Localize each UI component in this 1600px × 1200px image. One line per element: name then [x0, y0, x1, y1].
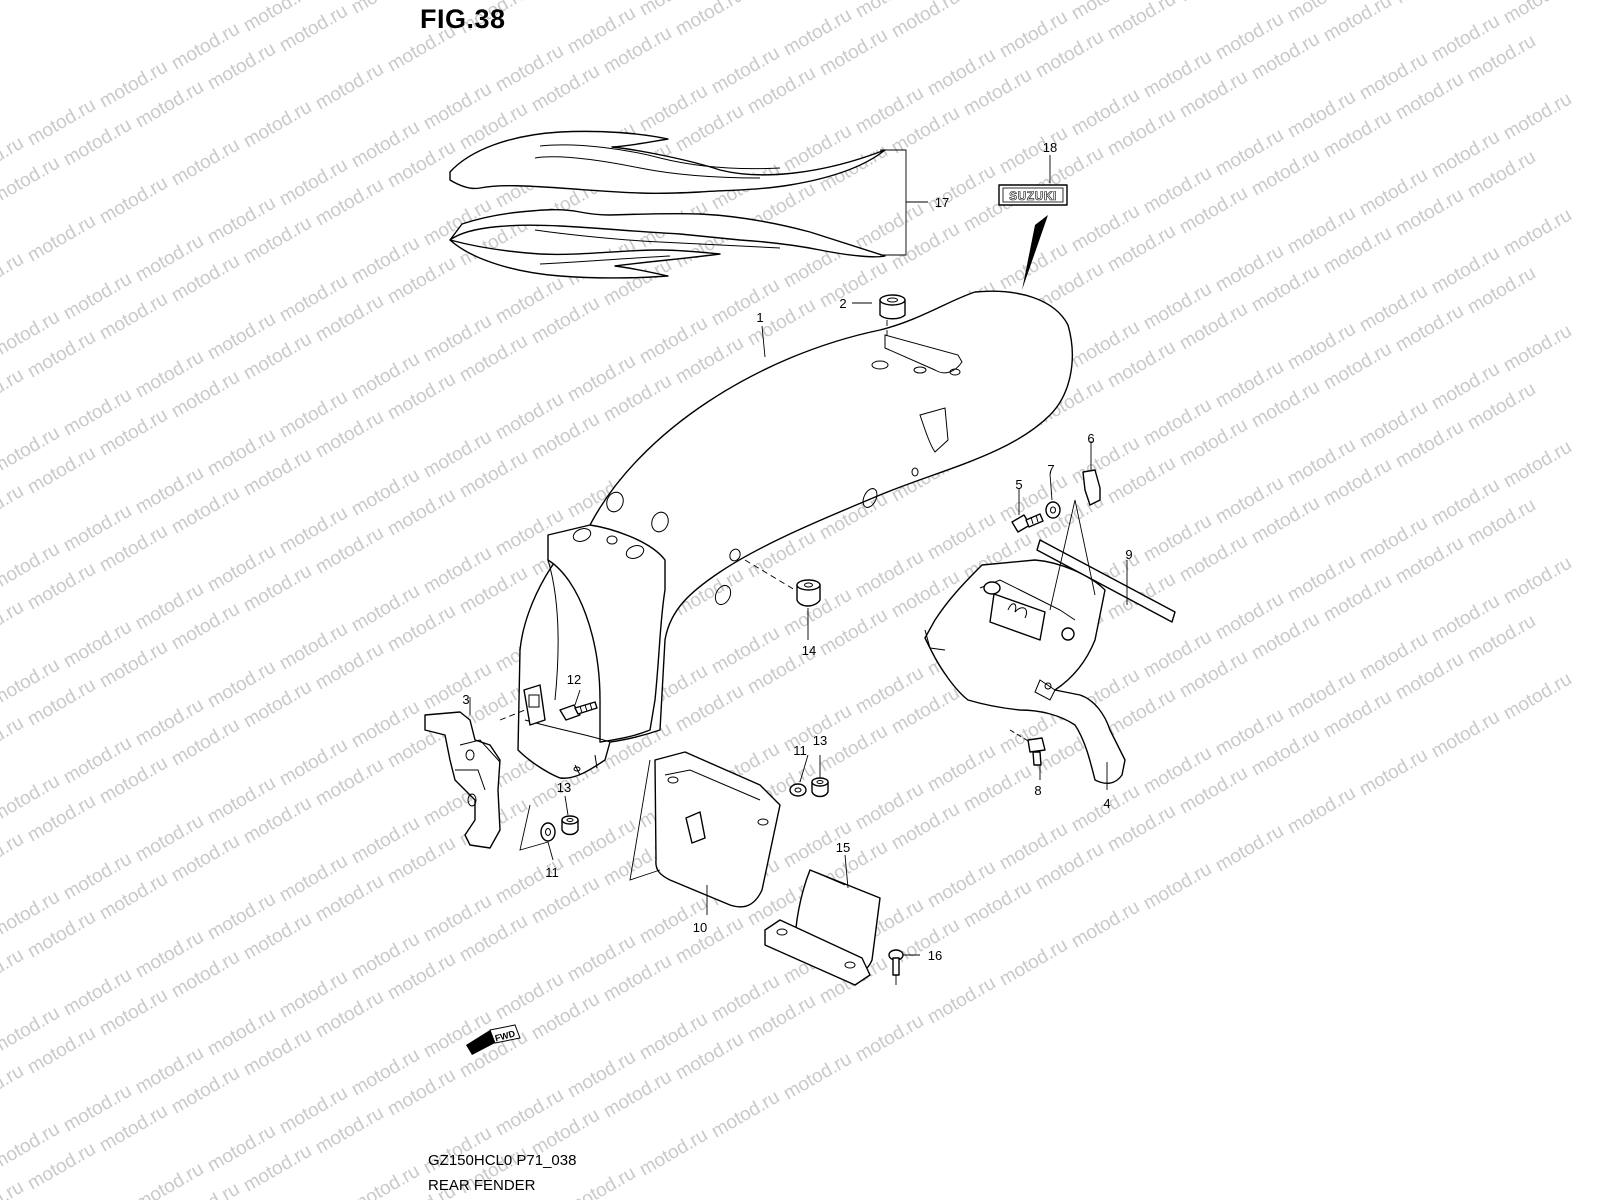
callout-4: 4 — [1103, 796, 1110, 811]
watermark-text: motod.ru — [0, 365, 27, 421]
callout-8: 8 — [1034, 783, 1041, 798]
watermark-text: motod.ru — [0, 597, 27, 653]
watermark-text: motod.ru — [312, 59, 387, 115]
watermark-text: motod.ru — [0, 829, 27, 885]
watermark-text: motod.ru — [888, 0, 963, 42]
watermark-text: motod.ru — [0, 1177, 27, 1200]
callout-14: 14 — [802, 643, 816, 658]
part-10-mudflap[interactable] — [629, 751, 781, 908]
part-2-grommet[interactable] — [879, 294, 906, 338]
watermark-text: motod.ru — [1500, 553, 1575, 609]
callout-3: 3 — [462, 692, 469, 707]
watermark-text: motod.ru — [348, 1161, 423, 1200]
part-16-screw[interactable] — [888, 949, 904, 985]
watermark-text: motod.ru — [24, 211, 99, 267]
callout-15: 15 — [836, 840, 850, 855]
part-6-clip[interactable] — [1082, 469, 1101, 506]
watermark-text: motod.ru — [1356, 745, 1431, 801]
part-15-plate-bracket[interactable] — [764, 869, 881, 986]
part-17-flame-decals[interactable] — [449, 130, 886, 279]
part-13-nut-right[interactable] — [811, 777, 829, 798]
suzuki-badge-text: SUZUKI — [1009, 189, 1057, 203]
watermark-text: motod.ru — [1068, 897, 1143, 953]
callout-18: 18 — [1043, 140, 1057, 155]
part-18-suzuki-emblem[interactable]: SUZUKI — [998, 184, 1068, 290]
watermark-text: motod.ru — [0, 945, 27, 1001]
watermark-text: motod.ru — [708, 1087, 783, 1143]
part-12-screw[interactable] — [523, 684, 598, 726]
watermark-text: motod.ru — [780, 1049, 855, 1105]
callout-11-right: 11 — [793, 743, 807, 758]
watermark-text: motod.ru — [1104, 0, 1179, 44]
watermark-text: motod.ru — [744, 0, 819, 2]
callout-17: 17 — [935, 195, 949, 210]
part-9-rod[interactable] — [1036, 539, 1176, 623]
watermark-text: motod.ru — [672, 0, 747, 40]
figure-code: GZ150HCL0 P71_038 — [428, 1152, 577, 1169]
watermark-text: motod.ru — [0, 481, 27, 537]
watermark-text: motod.ru — [1428, 707, 1503, 763]
part-5-bolt[interactable] — [1011, 513, 1044, 533]
callout-5: 5 — [1015, 477, 1022, 492]
watermark-text: motod.ru — [1392, 0, 1467, 8]
figure-name: REAR FENDER — [428, 1177, 536, 1194]
callout-11-left: 11 — [545, 865, 559, 880]
watermark-text: motod.ru — [0, 249, 27, 305]
watermark-text: motod.ru — [168, 135, 243, 191]
part-3-bracket[interactable] — [424, 709, 526, 849]
leader-7-6 — [1049, 499, 1096, 611]
part-8-bolt[interactable] — [1009, 729, 1046, 766]
watermark-text: motod.ru — [960, 0, 1035, 4]
callout-numbers: 1 2 3 4 5 6 7 8 9 10 11 12 13 11 13 14 1… — [462, 140, 1132, 963]
badge-position-arrow — [1022, 215, 1048, 290]
watermark-text: motod.ru — [1500, 321, 1575, 377]
callout-leaders — [469, 149, 1128, 956]
watermark-text: motod.ru — [924, 973, 999, 1029]
part-11-washer-right[interactable] — [789, 783, 807, 797]
watermark-text: motod.ru — [240, 97, 315, 153]
callout-9: 9 — [1125, 547, 1132, 562]
watermark-text: motod.ru — [0, 1061, 27, 1117]
watermark-text: motod.ru — [1500, 205, 1575, 261]
watermark-text: motod.ru — [1320, 0, 1395, 46]
fwd-arrow-icon: FWD — [466, 1024, 521, 1055]
watermark-text: motod.ru — [1284, 783, 1359, 839]
callout-13-left: 13 — [557, 780, 571, 795]
watermark-text: motod.ru — [0, 713, 27, 769]
part-4-rear-bracket[interactable] — [924, 559, 1126, 784]
watermark-text: motod.ru — [1500, 0, 1575, 28]
callout-10: 10 — [693, 920, 707, 935]
part-11-washer-left[interactable] — [519, 804, 556, 851]
callout-6: 6 — [1087, 431, 1094, 446]
callout-1: 1 — [756, 310, 763, 325]
watermark-text: motod.ru — [1500, 437, 1575, 493]
watermark-text: motod.ru — [132, 1159, 207, 1200]
callout-16: 16 — [928, 948, 942, 963]
callout-2: 2 — [839, 296, 846, 311]
watermark-text: motod.ru — [1140, 859, 1215, 915]
watermark-text: motod.ru — [852, 1011, 927, 1067]
watermark-text: motod.ru — [96, 173, 171, 229]
callout-13-right: 13 — [813, 733, 827, 748]
watermark-text: motod.ru — [1176, 0, 1251, 6]
watermark-text: motod.ru — [348, 0, 423, 18]
watermark-text: motod.ru — [636, 1125, 711, 1181]
part-13-nut-left[interactable] — [561, 815, 579, 836]
callout-7: 7 — [1047, 462, 1054, 477]
callout-12: 12 — [567, 672, 581, 687]
part-14-grommet[interactable] — [744, 559, 821, 607]
part-7-washer[interactable] — [1045, 501, 1061, 519]
watermark-text: motod.ru — [1212, 821, 1287, 877]
watermark-text: motod.ru — [1500, 669, 1575, 725]
figure-title: FIG.38 — [420, 4, 506, 34]
part-1-rear-fender[interactable] — [517, 290, 1073, 779]
watermark-text: motod.ru — [1500, 89, 1575, 145]
watermark-text: motod.ru — [996, 935, 1071, 991]
